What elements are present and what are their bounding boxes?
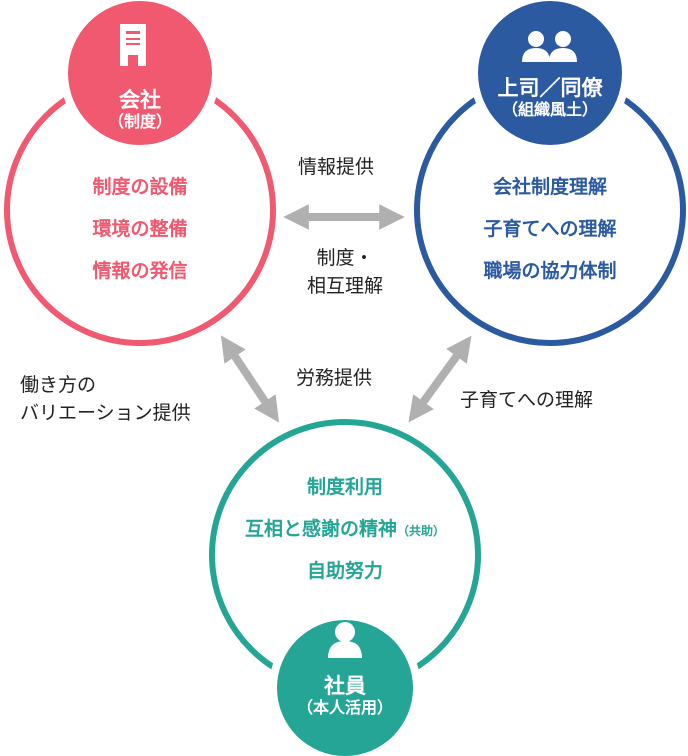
colleagues-items: 会社制度理解 子育てへの理解 職場の協力体制 — [440, 166, 660, 292]
colleagues-item: 子育てへの理解 — [483, 218, 617, 240]
company-subtitle: （制度） — [107, 112, 172, 131]
company-title: 会社 — [119, 88, 161, 112]
people-icon — [522, 31, 577, 62]
employee-item: 制度利用 — [306, 476, 383, 498]
employee-item: 自助努力 — [306, 560, 383, 582]
employee-item-text: 互相と感謝の精神 — [244, 518, 397, 540]
company-item: 制度の設備 — [92, 176, 188, 198]
company-item: 情報の発信 — [92, 260, 188, 282]
relation-line: 働き方の — [20, 374, 97, 396]
company-label: 会社 （制度） — [80, 88, 200, 132]
company-badge — [68, 1, 212, 145]
person-icon — [328, 622, 362, 658]
employee-items: 制度利用 互相と感謝の精神（共助） 自助努力 — [215, 466, 475, 592]
employee-subtitle: （本人活用） — [296, 698, 393, 717]
colleagues-title: 上司／同僚 — [497, 76, 603, 100]
employee-title: 社員 — [324, 674, 366, 698]
relation-line: バリエーション提供 — [20, 402, 191, 424]
colleagues-item: 職場の協力体制 — [483, 260, 617, 282]
colleagues-label: 上司／同僚 （組織風土） — [470, 76, 630, 120]
relation-system-understanding: 制度・ 相互理解 — [290, 244, 400, 300]
relation-childcare-understanding: 子育てへの理解 — [460, 389, 594, 411]
building-icon — [120, 24, 146, 66]
colleagues-badge — [478, 1, 622, 145]
arrow-colleagues-employee — [408, 335, 472, 423]
colleagues-item: 会社制度理解 — [492, 176, 607, 198]
employee-badge — [277, 620, 413, 756]
colleagues-subtitle: （組織風土） — [501, 100, 598, 119]
employee-label: 社員 （本人活用） — [275, 674, 415, 718]
arrow-company-employee — [220, 335, 280, 423]
employee-item: 互相と感謝の精神（共助） — [215, 508, 475, 550]
relation-info-provision: 情報提供 — [298, 156, 375, 178]
employee-item-suffix: （共助） — [397, 524, 446, 538]
relation-line: 制度・ — [316, 247, 374, 269]
company-items: 制度の設備 環境の整備 情報の発信 — [40, 166, 240, 292]
relation-labor-provision: 労務提供 — [296, 367, 373, 389]
relation-work-style: 働き方の バリエーション提供 — [20, 371, 191, 427]
company-item: 環境の整備 — [92, 218, 188, 240]
relation-line: 相互理解 — [306, 275, 383, 297]
